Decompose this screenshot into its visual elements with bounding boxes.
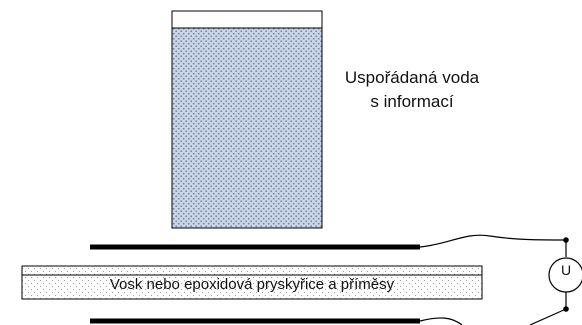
wax-label: Vosk nebo epoxidová pryskyřice a příměsy	[109, 276, 395, 293]
water-container	[171, 10, 323, 229]
wax-body	[21, 265, 483, 300]
water-caption-line2: s informací	[370, 92, 454, 111]
voltmeter-label: U	[560, 262, 572, 278]
bottom-wire-right	[529, 308, 567, 325]
water-caption: Uspořádaná voda s informací	[312, 66, 512, 114]
voltmeter-circle	[548, 257, 582, 293]
wax-slab	[21, 265, 483, 300]
water-fill	[171, 27, 323, 229]
top-wire	[419, 234, 567, 248]
bottom-wire	[419, 317, 463, 325]
water-caption-line1: Uspořádaná voda	[344, 68, 480, 87]
